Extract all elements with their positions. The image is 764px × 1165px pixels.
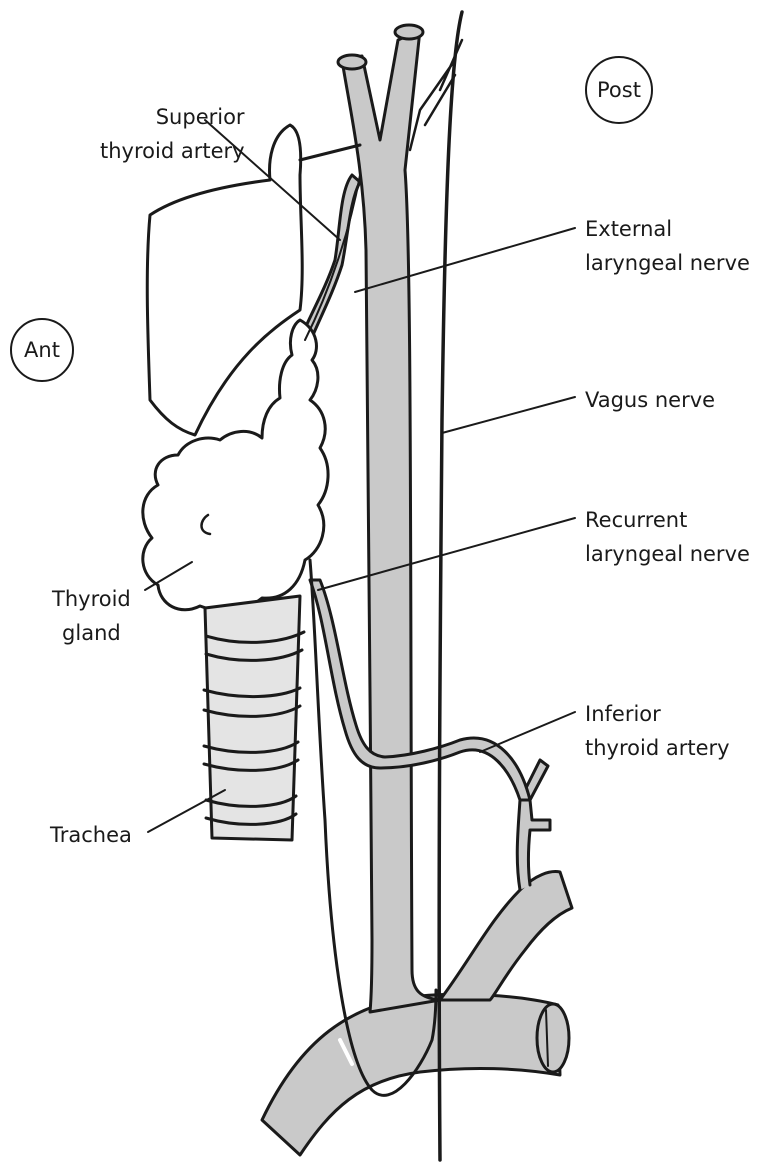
inferior-thyroid-artery-label: Inferior thyroid artery [585, 697, 730, 765]
leader-inferior-thyroid-artery [480, 712, 575, 752]
subclavian-vessel [440, 872, 572, 1000]
superior-thyroid-artery [300, 175, 360, 342]
external-laryngeal-nerve-line-1: External [585, 212, 750, 246]
anterior-label: Ant [24, 338, 60, 362]
vagus-nerve-label: Vagus nerve [585, 383, 715, 417]
anterior-marker: Ant [10, 318, 74, 382]
trachea-line-1: Trachea [50, 818, 132, 852]
inferior-thyroid-artery-line-2: thyroid artery [585, 731, 730, 765]
external-laryngeal-nerve-label: External laryngeal nerve [585, 212, 750, 280]
vagus-nerve-line-1: Vagus nerve [585, 383, 715, 417]
external-laryngeal-nerve-line-2: laryngeal nerve [585, 246, 750, 280]
leader-vagus-nerve [442, 397, 575, 433]
recurrent-laryngeal-nerve-line-2: laryngeal nerve [585, 537, 750, 571]
trachea-label: Trachea [50, 818, 132, 852]
aortic-opening [537, 1004, 569, 1072]
leader-recurrent-laryngeal-nerve [318, 518, 575, 590]
posterior-marker: Post [585, 56, 653, 124]
recurrent-laryngeal-nerve-label: Recurrent laryngeal nerve [585, 503, 750, 571]
thyroid-gland-line-1: Thyroid [52, 582, 131, 616]
recurrent-laryngeal-nerve-line-1: Recurrent [585, 503, 750, 537]
inferior-thyroid-artery-line-1: Inferior [585, 697, 730, 731]
superior-thyroid-artery-line-2: thyroid artery [100, 134, 245, 168]
inferior-thyroid-artery [310, 580, 530, 800]
thyroid-gland-line-2: gland [52, 616, 131, 650]
superior-thyroid-artery-label: Superior thyroid artery [100, 100, 245, 168]
thyroid-gland-label: Thyroid gland [52, 582, 131, 650]
superior-thyroid-artery-line-1: Superior [100, 100, 245, 134]
posterior-label: Post [597, 78, 641, 102]
